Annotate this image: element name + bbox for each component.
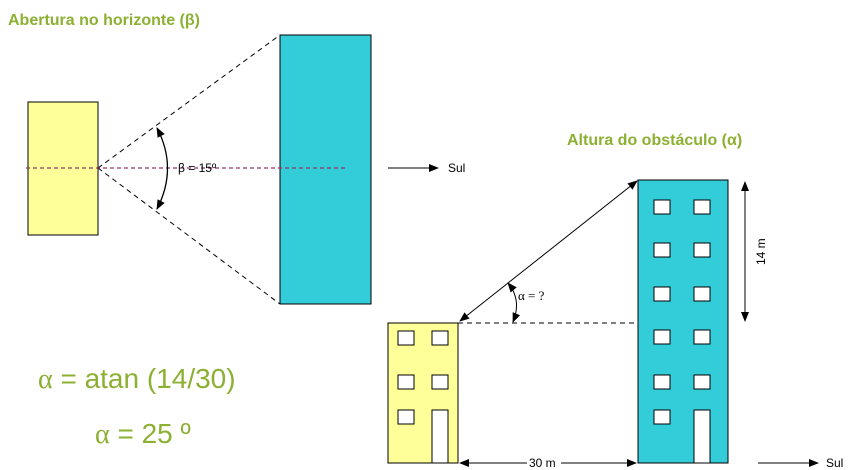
obstacle-building-window	[653, 374, 671, 390]
observer-building-window	[431, 330, 449, 346]
alpha-symbol: α	[95, 419, 110, 450]
distance-label-background	[527, 455, 561, 468]
sight-line-upper	[97, 34, 281, 169]
observer-building-window	[397, 409, 415, 425]
obstacle-building-window	[693, 242, 711, 258]
obstacle-building-window	[653, 199, 671, 215]
sight-line-lower	[97, 167, 281, 305]
obstacle-building-window	[693, 286, 711, 302]
beta-angle-arc	[156, 127, 169, 210]
observer-building-window	[397, 330, 415, 346]
top-diagram-title: Abertura no horizonte (β)	[8, 12, 200, 29]
obstacle-plan-rect	[279, 34, 372, 305]
formula-line-2-text: = 25 º	[110, 418, 191, 449]
obstacle-building-window	[653, 286, 671, 302]
observer-building-window	[397, 374, 415, 390]
bottom-diagram-title: Altura do obstáculo (α)	[567, 132, 742, 149]
elevation-sight-line	[459, 180, 638, 322]
formula-line-2: α = 25 º	[95, 418, 191, 450]
south-label-top: Sul	[448, 161, 465, 175]
obstacle-building-window	[693, 199, 711, 215]
obstacle-building	[637, 179, 729, 464]
alpha-symbol: α	[38, 364, 53, 395]
obstacle-building-window	[653, 409, 671, 425]
distance-dimension-label: 30 m	[529, 456, 556, 470]
obstacle-building-window	[653, 329, 671, 345]
formula-line-1: α = atan (14/30)	[38, 363, 236, 395]
beta-angle-label: β = 15º	[178, 161, 217, 175]
formula-line-1-text: = atan (14/30)	[53, 363, 236, 394]
obstacle-building-window	[693, 329, 711, 345]
obstacle-building-window	[653, 242, 671, 258]
observer-building-window	[431, 374, 449, 390]
observer-building-door	[431, 409, 449, 464]
obstacle-building-door	[693, 409, 711, 464]
south-label-bottom: Sul	[826, 456, 843, 470]
alpha-angle-arc	[507, 282, 521, 323]
alpha-angle-label: α = ?	[518, 288, 545, 303]
height-dimension-label: 14 m	[754, 238, 768, 265]
obstacle-building-window	[693, 374, 711, 390]
